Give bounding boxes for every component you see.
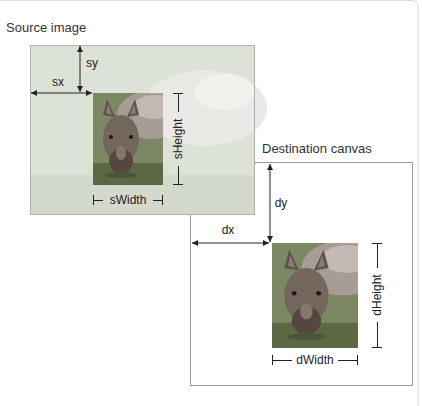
frame-heading: Destination canvas [262, 141, 372, 157]
offset-arrow [31, 93, 92, 94]
source-photo [30, 45, 267, 215]
frame-heading: Source image [6, 20, 86, 36]
image-frame: Destination canvas [190, 162, 412, 385]
image-frame: Source image [30, 45, 255, 215]
dimension-label: sx [52, 75, 64, 89]
dimension-label: dHeight [370, 274, 384, 315]
offset-arrow [80, 46, 81, 92]
offset-arrow [270, 164, 271, 242]
dimension-label: sy [86, 56, 98, 70]
dimension-label: dx [222, 223, 235, 237]
offset-arrow [192, 243, 269, 244]
dimension-label: sHeight [171, 119, 185, 160]
dimension-label: dy [275, 196, 288, 210]
drawn-photo [272, 241, 385, 348]
dimension-label: sWidth [110, 193, 147, 207]
dimension-label: dWidth [296, 353, 333, 367]
